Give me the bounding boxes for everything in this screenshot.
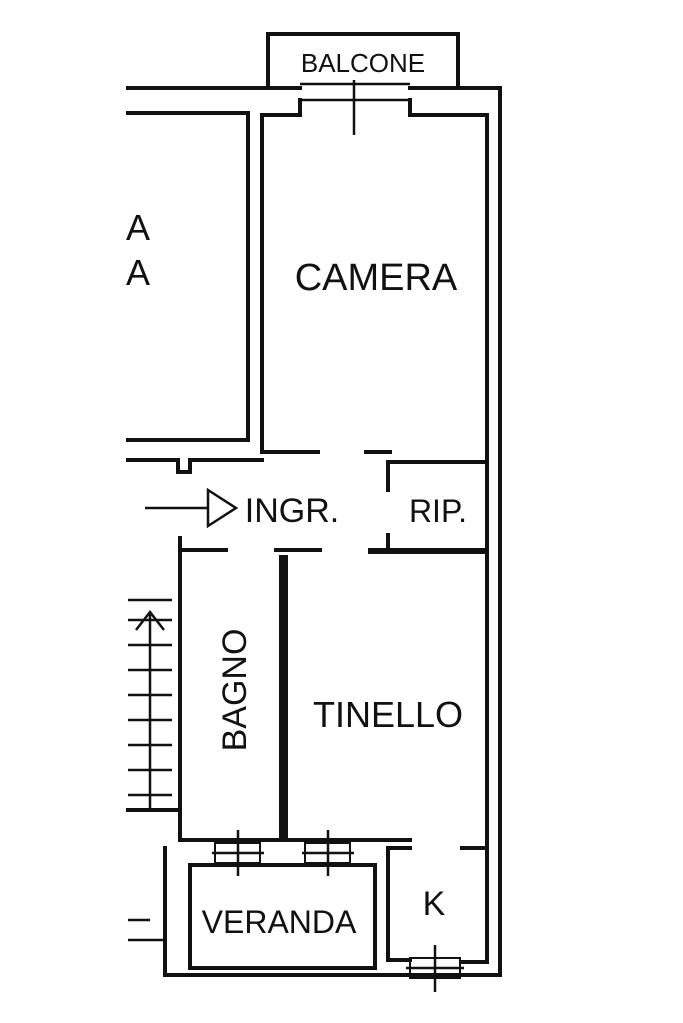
veranda-room	[128, 863, 377, 970]
veranda-label: VERANDA	[202, 904, 357, 940]
staircase	[126, 598, 180, 812]
neighbor-label-top: A	[126, 207, 150, 248]
ripostiglio-label: RIP.	[409, 493, 467, 529]
camera-label: CAMERA	[295, 257, 458, 299]
outer-walls	[126, 86, 502, 977]
bagno-room	[178, 536, 412, 842]
window-icons	[212, 830, 464, 992]
entrance-arrow-icon	[145, 487, 239, 529]
kitchen-room	[386, 846, 489, 964]
tinello-room	[368, 550, 489, 850]
tinello-label: TINELLO	[313, 694, 463, 735]
neighbor-label-bottom: A	[126, 252, 150, 293]
balcone-label: BALCONE	[301, 48, 425, 78]
ingresso-label: INGR.	[245, 492, 339, 530]
cucina-label: K	[423, 885, 446, 923]
neighbor-unit	[126, 111, 264, 474]
camera-room	[260, 80, 489, 464]
bagno-label: BAGNO	[216, 629, 254, 752]
